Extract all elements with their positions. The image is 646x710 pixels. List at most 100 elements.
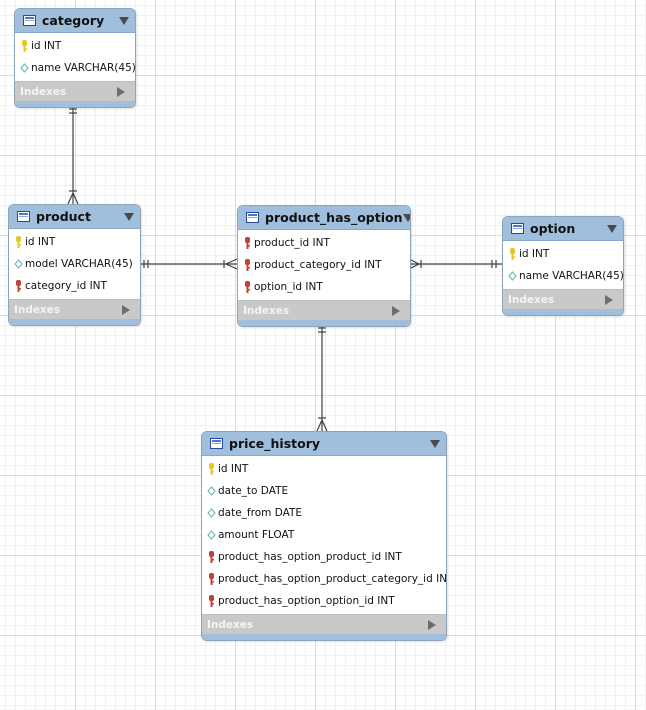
- foreign-key-icon: [209, 573, 214, 585]
- column-label: id INT: [25, 236, 56, 248]
- collapse-arrow-icon[interactable]: [119, 16, 129, 25]
- relationship-product-has-option-price-history[interactable]: [316, 323, 328, 432]
- column-row[interactable]: id INT: [202, 458, 446, 480]
- column-row[interactable]: id INT: [9, 231, 140, 253]
- collapse-arrow-icon[interactable]: [430, 439, 440, 448]
- table-title: product_has_option: [265, 210, 403, 225]
- column-row[interactable]: name VARCHAR(45): [15, 57, 135, 79]
- column-row[interactable]: name VARCHAR(45): [503, 265, 623, 287]
- table-header[interactable]: product_has_option: [238, 206, 410, 230]
- primary-key-icon: [209, 463, 214, 475]
- table-footer: [503, 309, 623, 315]
- attribute-icon: [207, 508, 216, 518]
- table-option[interactable]: option id INT name VARCHAR(45) Indexes: [502, 216, 624, 316]
- column-row[interactable]: product_category_id INT: [238, 254, 410, 276]
- column-row[interactable]: date_to DATE: [202, 480, 446, 502]
- indexes-label: Indexes: [508, 293, 555, 306]
- column-row[interactable]: amount FLOAT: [202, 524, 446, 546]
- table-product-has-option[interactable]: product_has_option product_id INT produc…: [237, 205, 411, 327]
- table-header[interactable]: category: [15, 9, 135, 33]
- table-title: option: [530, 221, 576, 236]
- column-list: product_id INT product_category_id INT o…: [238, 230, 410, 300]
- foreign-key-icon: [209, 551, 214, 563]
- indexes-bar[interactable]: Indexes: [238, 300, 410, 320]
- column-label: date_from DATE: [218, 507, 303, 519]
- column-row[interactable]: product_has_option_option_id INT: [202, 590, 446, 612]
- foreign-key-icon: [245, 237, 250, 249]
- column-list: id INT name VARCHAR(45): [503, 241, 623, 289]
- column-label: product_has_option_product_id INT: [218, 551, 402, 563]
- table-icon: [17, 211, 30, 222]
- column-list: id INT name VARCHAR(45): [15, 33, 135, 81]
- attribute-icon: [508, 271, 517, 281]
- table-header[interactable]: product: [9, 205, 140, 229]
- column-label: date_to DATE: [218, 485, 289, 497]
- column-label: option_id INT: [254, 281, 323, 293]
- primary-key-icon: [22, 40, 27, 52]
- table-icon: [511, 223, 524, 234]
- table-icon: [210, 438, 223, 449]
- relationship-option-product-has-option[interactable]: [408, 258, 502, 270]
- indexes-label: Indexes: [14, 303, 61, 316]
- table-icon: [23, 15, 36, 26]
- collapse-arrow-icon[interactable]: [124, 212, 134, 221]
- column-row[interactable]: product_has_option_product_id INT: [202, 546, 446, 568]
- indexes-label: Indexes: [243, 304, 290, 317]
- column-row[interactable]: id INT: [15, 35, 135, 57]
- table-product[interactable]: product id INT model VARCHAR(45) categor…: [8, 204, 141, 326]
- attribute-icon: [207, 530, 216, 540]
- column-label: id INT: [31, 40, 62, 52]
- column-label: product_has_option_option_id INT: [218, 595, 395, 607]
- primary-key-icon: [510, 248, 515, 260]
- table-title: category: [42, 13, 105, 28]
- table-title: price_history: [229, 436, 321, 451]
- foreign-key-icon: [16, 280, 21, 292]
- column-row[interactable]: date_from DATE: [202, 502, 446, 524]
- relationship-category-product[interactable]: [67, 104, 79, 205]
- expand-arrow-icon[interactable]: [392, 305, 400, 316]
- table-icon: [246, 212, 259, 223]
- column-label: id INT: [519, 248, 550, 260]
- indexes-bar[interactable]: Indexes: [9, 299, 140, 319]
- collapse-arrow-icon[interactable]: [402, 213, 410, 222]
- relationship-product-product-has-option[interactable]: [139, 258, 238, 270]
- primary-key-icon: [16, 236, 21, 248]
- column-label: product_has_option_product_category_id I…: [218, 573, 447, 585]
- expand-arrow-icon[interactable]: [122, 304, 130, 315]
- table-category[interactable]: category id INT name VARCHAR(45) Indexes: [14, 8, 136, 108]
- table-title: product: [36, 209, 91, 224]
- table-header[interactable]: price_history: [202, 432, 446, 456]
- table-header[interactable]: option: [503, 217, 623, 241]
- column-label: amount FLOAT: [218, 529, 295, 541]
- table-footer: [238, 320, 410, 326]
- expand-arrow-icon[interactable]: [428, 619, 436, 630]
- column-label: product_id INT: [254, 237, 330, 249]
- table-footer: [202, 634, 446, 640]
- column-label: name VARCHAR(45): [519, 270, 624, 282]
- attribute-icon: [14, 259, 23, 269]
- foreign-key-icon: [245, 259, 250, 271]
- column-label: model VARCHAR(45): [25, 258, 133, 270]
- expand-arrow-icon[interactable]: [117, 86, 125, 97]
- expand-arrow-icon[interactable]: [605, 294, 613, 305]
- column-row[interactable]: model VARCHAR(45): [9, 253, 140, 275]
- column-list: id INT date_to DATE date_from DATE amoun…: [202, 456, 446, 614]
- foreign-key-icon: [209, 595, 214, 607]
- column-row[interactable]: product_id INT: [238, 232, 410, 254]
- table-footer: [9, 319, 140, 325]
- table-price-history[interactable]: price_history id INT date_to DATE date_f…: [201, 431, 447, 641]
- column-row[interactable]: product_has_option_product_category_id I…: [202, 568, 446, 590]
- column-row[interactable]: option_id INT: [238, 276, 410, 298]
- attribute-icon: [207, 486, 216, 496]
- collapse-arrow-icon[interactable]: [607, 224, 617, 233]
- table-footer: [15, 101, 135, 107]
- indexes-bar[interactable]: Indexes: [503, 289, 623, 309]
- indexes-bar[interactable]: Indexes: [15, 81, 135, 101]
- column-label: id INT: [218, 463, 249, 475]
- column-row[interactable]: id INT: [503, 243, 623, 265]
- column-list: id INT model VARCHAR(45) category_id INT: [9, 229, 140, 299]
- column-row[interactable]: category_id INT: [9, 275, 140, 297]
- indexes-bar[interactable]: Indexes: [202, 614, 446, 634]
